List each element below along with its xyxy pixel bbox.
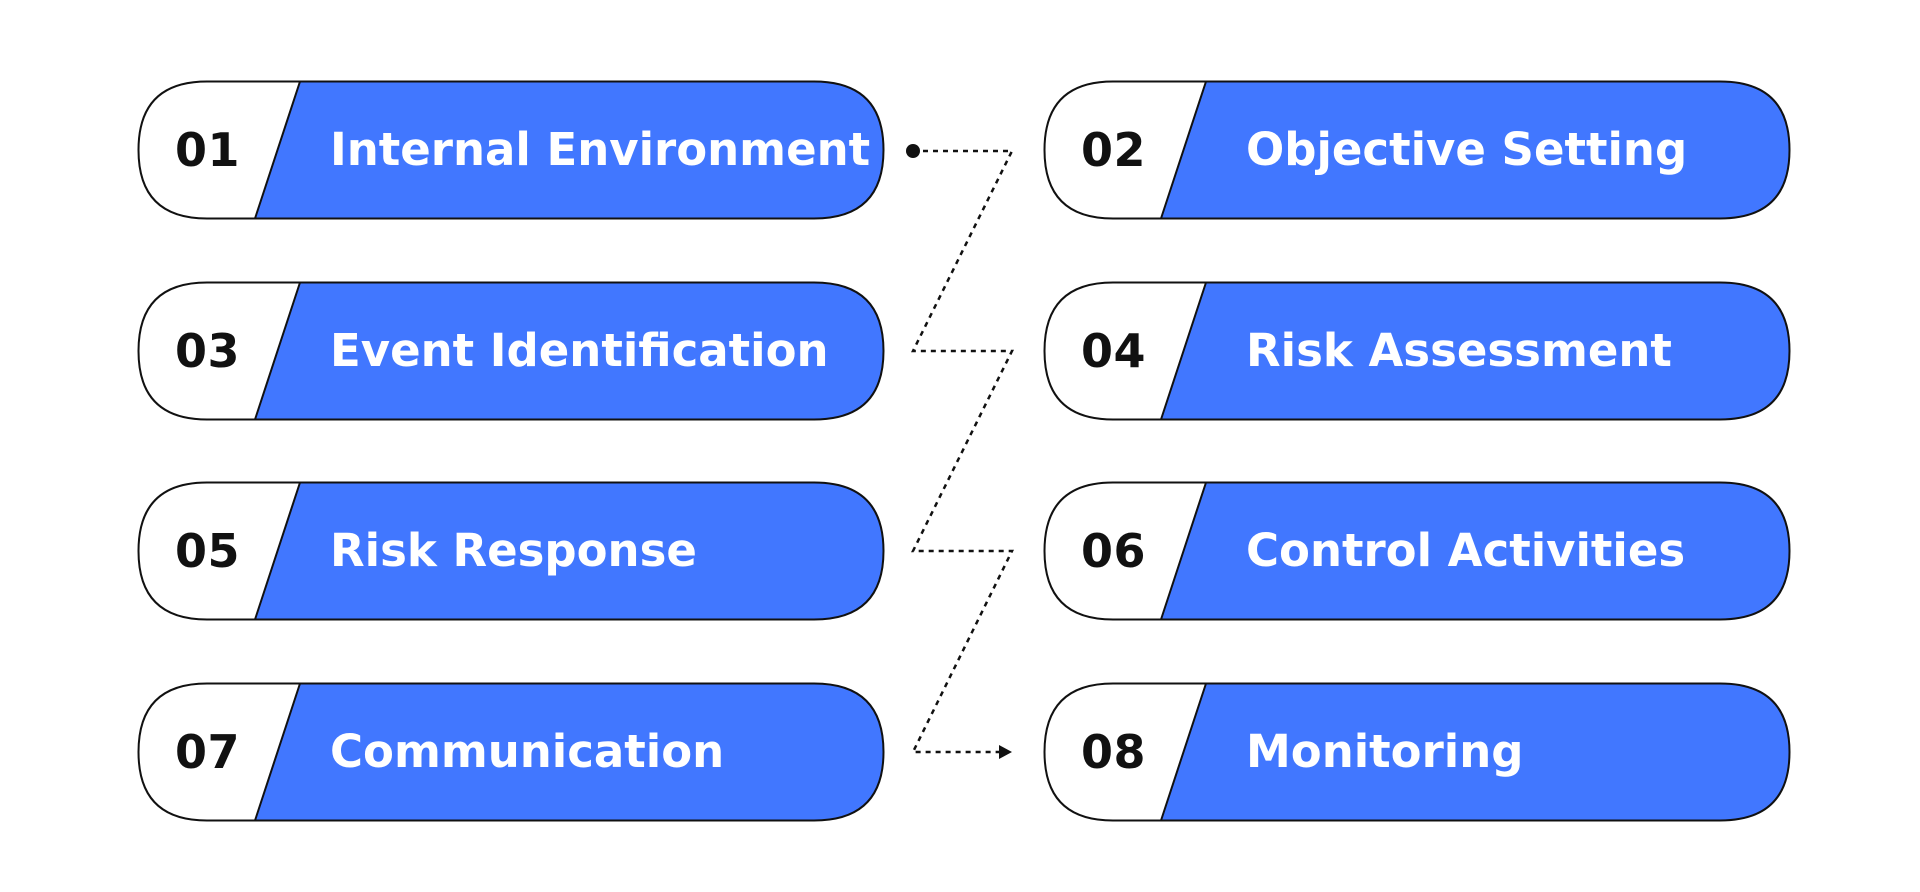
step-label: Event Identification [330, 324, 829, 377]
step-pill-shape [137, 80, 885, 220]
step-06-control-activities: 06 Control Activities [1043, 481, 1791, 621]
step-pill-shape [1043, 682, 1791, 822]
step-01-internal-environment: 01 Internal Environment [137, 80, 885, 220]
step-label: Risk Response [330, 524, 697, 577]
connector-start-dot [906, 144, 920, 158]
step-pill-shape [1043, 80, 1791, 220]
step-04-risk-assessment: 04 Risk Assessment [1043, 281, 1791, 421]
step-label: Monitoring [1246, 725, 1524, 778]
step-label: Internal Environment [330, 123, 871, 176]
step-number: 01 [175, 123, 241, 177]
step-pill-shape [137, 481, 885, 621]
step-02-objective-setting: 02 Objective Setting [1043, 80, 1791, 220]
step-pill-shape [137, 682, 885, 822]
step-08-monitoring: 08 Monitoring [1043, 682, 1791, 822]
step-label: Objective Setting [1246, 123, 1688, 176]
step-05-risk-response: 05 Risk Response [137, 481, 885, 621]
connector-line [910, 149, 1015, 754]
step-03-event-identification: 03 Event Identification [137, 281, 885, 421]
step-number: 08 [1081, 725, 1147, 779]
step-label: Risk Assessment [1246, 324, 1672, 377]
step-number: 07 [175, 725, 241, 779]
step-label: Control Activities [1246, 524, 1686, 577]
step-07-communication: 07 Communication [137, 682, 885, 822]
step-pill-shape [1043, 281, 1791, 421]
step-number: 02 [1081, 123, 1147, 177]
step-label: Communication [330, 725, 725, 778]
step-pill-shape [137, 281, 885, 421]
connector-arrowhead [999, 745, 1012, 759]
step-number: 06 [1081, 524, 1147, 578]
step-pill-shape [1043, 481, 1791, 621]
step-number: 05 [175, 524, 241, 578]
step-number: 03 [175, 324, 241, 378]
step-number: 04 [1081, 324, 1147, 378]
